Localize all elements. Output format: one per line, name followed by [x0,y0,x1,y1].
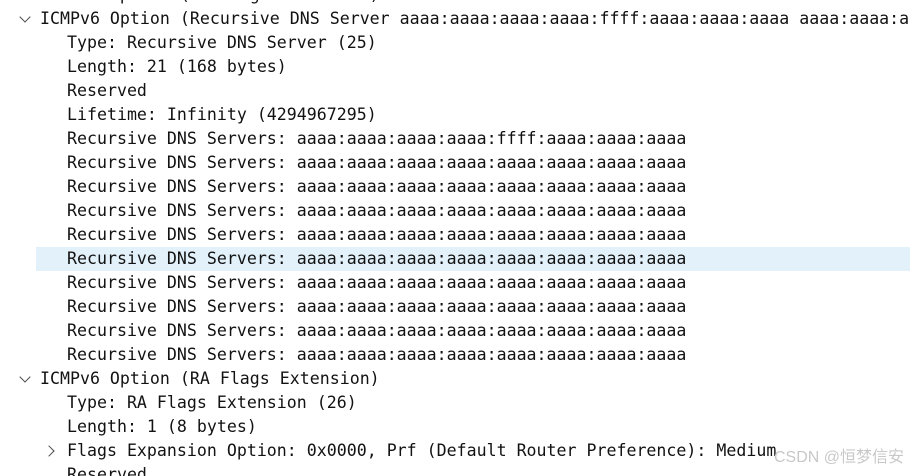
tree-row[interactable]: Reserved [0,79,910,103]
tree-row-label: Recursive DNS Servers: aaaa:aaaa:aaaa:aa… [67,177,687,196]
tree-row[interactable]: Recursive DNS Servers: aaaa:aaaa:aaaa:aa… [0,295,910,319]
tree-row[interactable]: ICMPv6 Option (RA Flags Extension) [0,0,910,7]
chevron-down-icon[interactable] [19,11,31,23]
tree-row[interactable]: Recursive DNS Servers: aaaa:aaaa:aaaa:aa… [0,175,910,199]
tree-row[interactable]: Flags Expansion Option: 0x0000, Prf (Def… [0,439,910,463]
tree-row-label: Type: Recursive DNS Server (25) [67,33,377,52]
tree-row[interactable]: Recursive DNS Servers: aaaa:aaaa:aaaa:aa… [0,343,910,367]
tree-row[interactable]: Type: RA Flags Extension (26) [0,391,910,415]
tree-row-label: Recursive DNS Servers: aaaa:aaaa:aaaa:aa… [67,249,687,268]
tree-row-label: Recursive DNS Servers: aaaa:aaaa:aaaa:aa… [67,225,687,244]
tree-row[interactable]: Recursive DNS Servers: aaaa:aaaa:aaaa:aa… [0,223,910,247]
tree-row[interactable]: Length: 21 (168 bytes) [0,55,910,79]
tree-row[interactable]: Recursive DNS Servers: aaaa:aaaa:aaaa:aa… [0,151,910,175]
tree-row-label: Recursive DNS Servers: aaaa:aaaa:aaaa:aa… [67,129,687,148]
tree-row-label: Lifetime: Infinity (4294967295) [67,105,377,124]
tree-row[interactable]: Type: Recursive DNS Server (25) [0,31,910,55]
tree-row[interactable]: Lifetime: Infinity (4294967295) [0,103,910,127]
tree-row[interactable]: Recursive DNS Servers: aaaa:aaaa:aaaa:aa… [0,319,910,343]
tree-row-label: Flags Expansion Option: 0x0000, Prf (Def… [67,441,777,460]
tree-row[interactable]: Length: 1 (8 bytes) [0,415,910,439]
chevron-down-icon[interactable] [19,371,31,383]
tree-row-label: Reserved [67,81,147,100]
tree-row[interactable]: ICMPv6 Option (Recursive DNS Server aaaa… [0,7,910,31]
tree-row-label: Recursive DNS Servers: aaaa:aaaa:aaaa:aa… [67,345,687,364]
tree-row-label: Type: RA Flags Extension (26) [67,393,357,412]
tree-row-label: Recursive DNS Servers: aaaa:aaaa:aaaa:aa… [67,201,687,220]
tree-row-label: ICMPv6 Option (RA Flags Extension) [40,0,380,7]
tree-row-label: Recursive DNS Servers: aaaa:aaaa:aaaa:aa… [67,321,687,340]
tree-row-label: ICMPv6 Option (Recursive DNS Server aaaa… [40,9,910,28]
tree-row-label: Length: 21 (168 bytes) [67,57,287,76]
tree-row[interactable]: Recursive DNS Servers: aaaa:aaaa:aaaa:aa… [0,199,910,223]
tree-row-label: Reserved [67,465,147,476]
tree-row-label: Length: 1 (8 bytes) [67,417,257,436]
chevron-right-icon[interactable] [43,445,55,457]
tree-row-label: Recursive DNS Servers: aaaa:aaaa:aaaa:aa… [67,297,687,316]
watermark: CSDN @恒梦信安 [773,449,904,466]
tree-row-label: ICMPv6 Option (RA Flags Extension) [40,369,380,388]
tree-row[interactable]: ICMPv6 Option (RA Flags Extension) [0,367,910,391]
tree-row[interactable]: Recursive DNS Servers: aaaa:aaaa:aaaa:aa… [0,127,910,151]
tree-row-label: Recursive DNS Servers: aaaa:aaaa:aaaa:aa… [67,153,687,172]
tree-row[interactable]: Recursive DNS Servers: aaaa:aaaa:aaaa:aa… [0,247,910,271]
tree-row-label: Recursive DNS Servers: aaaa:aaaa:aaaa:aa… [67,273,687,292]
tree-row[interactable]: Reserved [0,463,910,476]
tree-row[interactable]: Recursive DNS Servers: aaaa:aaaa:aaaa:aa… [0,271,910,295]
